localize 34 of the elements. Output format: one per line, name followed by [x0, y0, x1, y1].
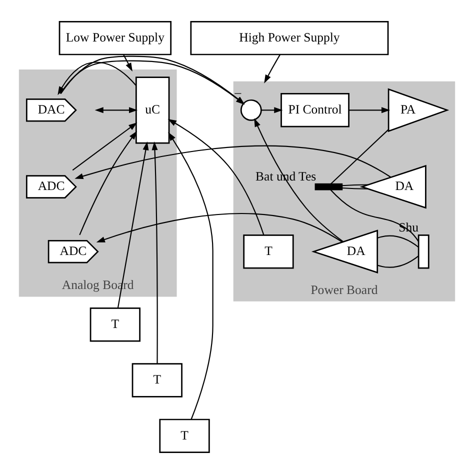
- arrow: [72, 122, 138, 171]
- arrow: [58, 62, 136, 96]
- arrow: [348, 107, 390, 114]
- connector: [377, 256, 419, 268]
- node-box: uC: [135, 76, 170, 144]
- arrow: [152, 142, 158, 364]
- arrow: [168, 132, 214, 420]
- connector: [342, 187, 368, 190]
- arrow: [74, 145, 391, 180]
- arrow: [117, 142, 149, 308]
- node-box: T: [132, 363, 182, 398]
- node-box: T: [243, 234, 294, 269]
- node-label: –: [234, 86, 242, 100]
- node-box: PI Control: [280, 93, 350, 128]
- node-box: T: [159, 418, 210, 454]
- connector: [330, 190, 420, 242]
- arrow: [94, 107, 138, 114]
- node-battery: [314, 183, 343, 190]
- arrow: [123, 54, 132, 72]
- connector: [377, 235, 419, 248]
- connector: [342, 184, 368, 186]
- node-box: High Power Supply: [190, 20, 389, 56]
- arrow: [96, 212, 343, 243]
- node-circle: [240, 99, 262, 121]
- node-box: Low Power Supply: [58, 20, 172, 56]
- connector: [330, 129, 389, 184]
- arrow: [254, 118, 344, 242]
- arrow: [79, 130, 137, 236]
- arrow: [264, 54, 280, 84]
- node-box: [418, 234, 430, 269]
- arrow: [60, 56, 245, 105]
- node-box: T: [90, 308, 140, 342]
- arrow: [261, 107, 283, 114]
- arrow: [168, 118, 264, 236]
